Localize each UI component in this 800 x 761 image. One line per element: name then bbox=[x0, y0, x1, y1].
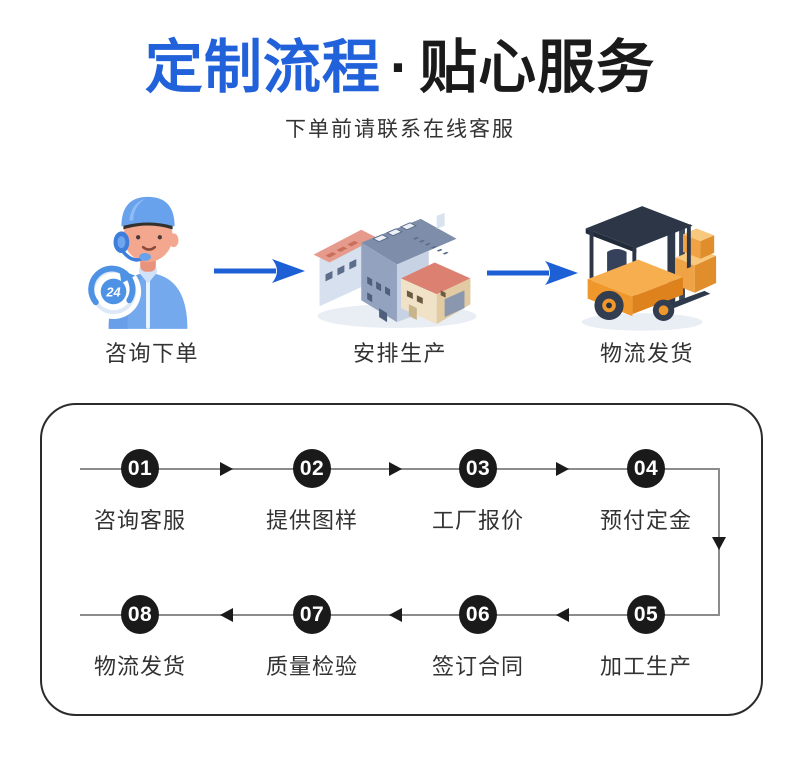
step-number-badge: 02 bbox=[293, 449, 331, 488]
flow-step-06: 06 签订合同 bbox=[413, 595, 543, 681]
arrowhead-left-icon bbox=[389, 608, 402, 622]
flow-step-08: 08 物流发货 bbox=[75, 595, 205, 681]
flow-step-02: 02 提供图样 bbox=[247, 449, 377, 535]
step-label: 咨询客服 bbox=[93, 508, 186, 533]
subtitle: 下单前请联系在线客服 bbox=[285, 117, 515, 141]
badge-24h: 24 bbox=[85, 263, 142, 319]
arrowhead-right-icon bbox=[220, 462, 233, 476]
service-steps-row: 24 bbox=[85, 196, 717, 366]
flow-step-05: 05 加工生产 bbox=[581, 595, 711, 681]
page-title: 定制流程·贴心服务 bbox=[0, 0, 800, 100]
step-number-badge: 06 bbox=[459, 595, 497, 634]
arrowhead-down-icon bbox=[712, 537, 726, 550]
service-label-consult-order: 咨询下单 bbox=[104, 341, 199, 366]
step-label: 质量检验 bbox=[265, 654, 358, 679]
step-number-badge: 04 bbox=[627, 449, 665, 488]
arrow-right-icon bbox=[487, 261, 578, 285]
arrowhead-right-icon bbox=[389, 462, 402, 476]
arrow-right-icon bbox=[214, 259, 305, 283]
flow-step-01: 01 咨询客服 bbox=[75, 449, 205, 535]
flow-step-03: 03 工厂报价 bbox=[413, 449, 543, 535]
step-label: 预付定金 bbox=[599, 508, 692, 533]
step-number-badge: 08 bbox=[121, 595, 159, 634]
step-label: 签订合同 bbox=[431, 654, 524, 679]
step-label: 物流发货 bbox=[93, 654, 186, 679]
customer-service-24h-icon: 24 bbox=[85, 196, 188, 329]
arrowhead-right-icon bbox=[556, 462, 569, 476]
step-number-badge: 03 bbox=[459, 449, 497, 488]
title-rest: 贴心服务 bbox=[419, 35, 656, 100]
process-flow-box: 01 咨询客服 02 提供图样 03 工厂报价 04 预付定金 05 加工生产 … bbox=[40, 403, 763, 716]
step-number-badge: 01 bbox=[121, 449, 159, 488]
step-label: 提供图样 bbox=[265, 508, 358, 533]
arrowhead-left-icon bbox=[220, 608, 233, 622]
badge-24-text: 24 bbox=[105, 284, 120, 299]
step-label: 工厂报价 bbox=[431, 508, 524, 533]
factory-icon bbox=[313, 212, 477, 329]
title-highlight: 定制流程 bbox=[144, 35, 381, 100]
step-number-badge: 05 bbox=[627, 595, 665, 634]
arrowhead-left-icon bbox=[556, 608, 569, 622]
flow-step-07: 07 质量检验 bbox=[247, 595, 377, 681]
title-separator-dot: · bbox=[389, 35, 411, 100]
service-label-logistics-shipping: 物流发货 bbox=[599, 341, 694, 366]
forklift-icon bbox=[581, 206, 717, 331]
step-number-badge: 07 bbox=[293, 595, 331, 634]
flow-step-04: 04 预付定金 bbox=[581, 449, 711, 535]
step-label: 加工生产 bbox=[599, 654, 692, 679]
service-label-arrange-production: 安排生产 bbox=[352, 341, 447, 366]
